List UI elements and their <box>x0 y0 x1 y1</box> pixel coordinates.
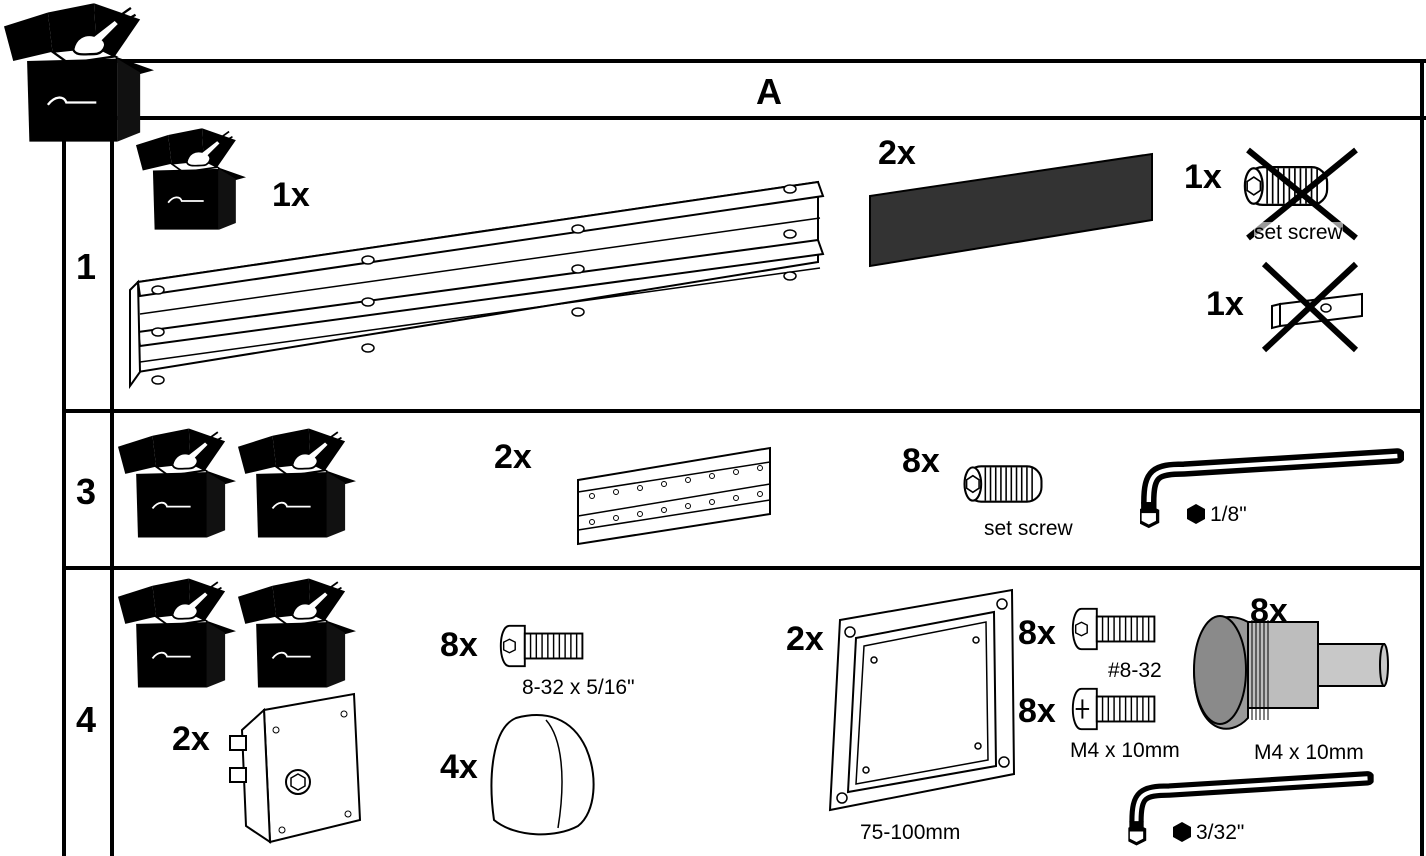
row-number-4: 4 <box>76 699 97 740</box>
row3-hex-key-size: 1/8" <box>1210 503 1247 526</box>
cap-quantity: 4x <box>440 748 478 786</box>
row3-setscrew-label: set screw <box>984 517 1073 540</box>
button-head-bolt-icon <box>496 622 592 670</box>
end-cap-image <box>490 714 595 836</box>
frame-left-outer-line <box>62 116 66 856</box>
button-head-screw-icon <box>1068 604 1164 654</box>
bracket-quantity: 2x <box>172 720 210 758</box>
row1-block-quantity: 1x <box>1206 285 1244 323</box>
box-icon <box>118 428 236 538</box>
frame-top-line <box>110 59 1426 63</box>
hex-key-icon <box>1140 440 1404 540</box>
knob-label: M4 x 10mm <box>1254 741 1364 764</box>
row-number-3: 3 <box>76 471 97 512</box>
phillips-screw-icon <box>1068 684 1164 734</box>
setscrew-icon <box>956 458 1050 510</box>
bolt-quantity: 8x <box>440 626 478 664</box>
screw832-quantity: 8x <box>1018 614 1056 652</box>
row3-hex-key-label: 1/8" <box>1186 504 1247 525</box>
row3-bottom-line <box>62 566 1424 570</box>
row-number-1: 1 <box>76 246 97 287</box>
bolt-label: 8-32 x 5/16" <box>522 676 635 699</box>
hex-icon <box>1187 504 1205 524</box>
m4-screw-label: M4 x 10mm <box>1070 739 1180 762</box>
box-icon <box>238 428 356 538</box>
corner-box-icon <box>4 0 154 145</box>
box-icon <box>238 578 356 688</box>
short-rail-image <box>577 446 771 546</box>
thumb-knob-image <box>1192 615 1389 730</box>
row4-hex-key-size: 3/32" <box>1196 821 1245 844</box>
plate-quantity: 2x <box>786 620 824 658</box>
foam-pad-image <box>869 152 1153 268</box>
short-rail-quantity: 2x <box>494 438 532 476</box>
frame-right-line <box>1420 59 1424 856</box>
hex-key-icon <box>1126 764 1376 856</box>
row1-bottom-line <box>62 409 1424 413</box>
plate-label: 75-100mm <box>860 821 961 844</box>
m4-screw-quantity: 8x <box>1018 692 1056 730</box>
cross-out-icon <box>1261 261 1359 353</box>
box-icon <box>118 578 236 688</box>
rail-quantity: 1x <box>272 176 310 214</box>
row3-setscrew-quantity: 8x <box>902 442 940 480</box>
bracket-image <box>229 692 362 844</box>
vesa-plate-image <box>828 588 1016 812</box>
header-bottom-line <box>62 116 1426 120</box>
pad-quantity: 2x <box>878 134 916 172</box>
screw832-label: #8-32 <box>1108 659 1162 682</box>
frame-left-inner-line <box>110 59 114 856</box>
row4-hex-key-label: 3/32" <box>1172 822 1244 843</box>
column-header-a: A <box>756 71 782 112</box>
row1-setscrew-quantity: 1x <box>1184 158 1222 196</box>
row1-setscrew-label: set screw <box>1254 221 1343 244</box>
wall-rail-image <box>129 180 825 390</box>
hex-icon <box>1173 822 1191 842</box>
